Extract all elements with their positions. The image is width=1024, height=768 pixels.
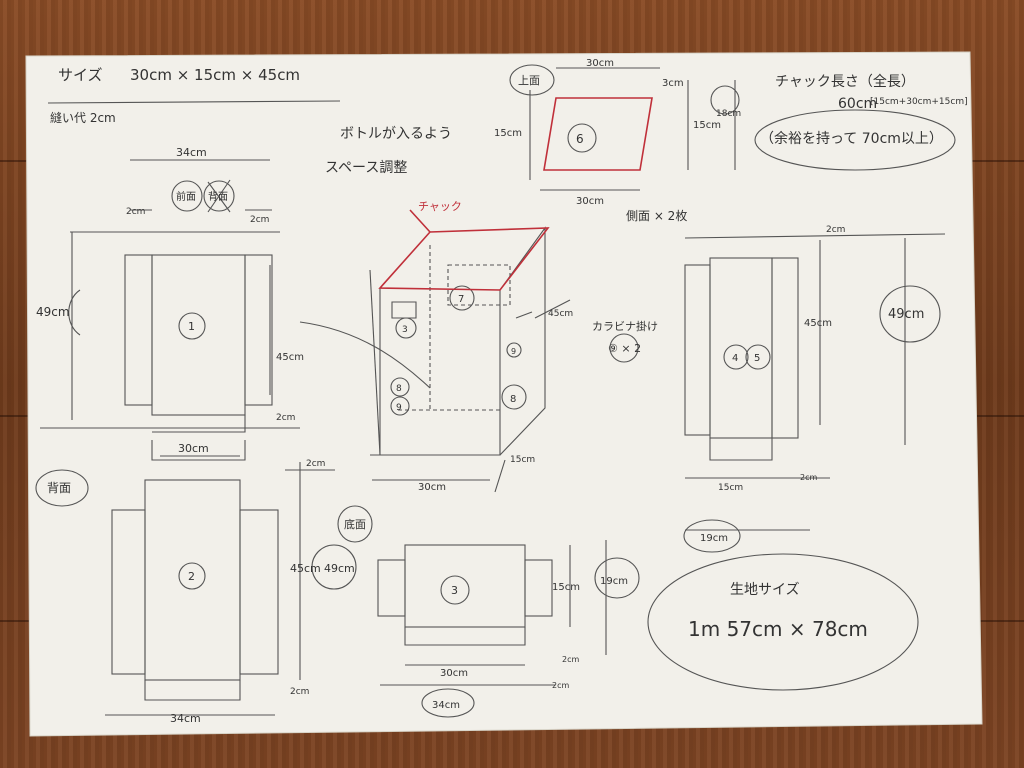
box-height: 45cm bbox=[548, 309, 573, 319]
side-panels-margin: 2cm bbox=[800, 473, 817, 482]
panel3-circle-label: 底面 bbox=[344, 517, 366, 531]
fabric-size-value: 1m 57cm × 78cm bbox=[688, 617, 868, 641]
box-number-9b: 9 bbox=[511, 347, 516, 356]
panel1-height-total: 49cm bbox=[36, 305, 70, 319]
top-panel-extra-1: 3cm bbox=[662, 78, 684, 89]
panel1-margin-right: 2cm bbox=[250, 215, 269, 225]
top-panel-extra-2: 18cm bbox=[716, 109, 741, 119]
panel1-circle-crossed: 背面 bbox=[208, 190, 228, 203]
side-panel-number-b: 5 bbox=[754, 353, 760, 364]
side-panels-top-margin: 2cm bbox=[826, 225, 845, 235]
side-panels-width-total: 19cm bbox=[700, 533, 728, 544]
side-panels-label: 側面 × 2枚 bbox=[626, 208, 687, 223]
box-depth: 15cm bbox=[510, 455, 535, 465]
side-panels-height-inner: 45cm bbox=[804, 318, 832, 329]
zipper-calc: [15cm+30cm+15cm] bbox=[870, 97, 968, 107]
panel2-bottom-margin: 2cm bbox=[290, 687, 309, 697]
box-number-3: 3 bbox=[402, 325, 408, 335]
sketch-lines bbox=[35, 64, 956, 718]
top-panel-height-inner: 15cm bbox=[693, 120, 721, 131]
side-panels-width-inner: 15cm bbox=[718, 483, 743, 493]
top-panel-label: 上面 bbox=[518, 74, 540, 87]
size-label: サイズ bbox=[58, 66, 103, 84]
panel3-margin: 2cm bbox=[562, 655, 579, 664]
seam-allowance-note: 縫い代 2cm bbox=[50, 110, 116, 125]
panel3-width-total: 34cm bbox=[432, 700, 460, 711]
zipper-label: チャック bbox=[418, 200, 462, 213]
panel2-height-total: 49cm bbox=[324, 562, 355, 575]
panel2-circle-label: 背面 bbox=[47, 481, 71, 495]
panel3-width-inner: 30cm bbox=[440, 668, 468, 679]
panel1-margin-left: 2cm bbox=[126, 207, 145, 217]
size-value: 30cm × 15cm × 45cm bbox=[130, 66, 300, 84]
panel3-height-total: 19cm bbox=[600, 576, 628, 587]
box-width: 30cm bbox=[418, 482, 446, 493]
panel3-height-inner: 15cm bbox=[552, 582, 580, 593]
zipper-length: 60cm bbox=[838, 96, 877, 112]
paper-sheet bbox=[25, 51, 983, 737]
bottle-note-line2: スペース調整 bbox=[325, 160, 407, 176]
box-number-9a: 9 bbox=[396, 403, 402, 413]
fabric-size-label: 生地サイズ bbox=[730, 582, 800, 598]
panel2-height-inner: 45cm bbox=[290, 562, 321, 575]
panel2-number: 2 bbox=[188, 570, 195, 583]
box-number-7: 7 bbox=[458, 294, 464, 305]
panel2-width-total: 34cm bbox=[170, 712, 201, 725]
panel3-number: 3 bbox=[451, 584, 458, 597]
top-panel-width-top: 30cm bbox=[586, 58, 614, 69]
panel2-top-margin: 2cm bbox=[306, 459, 325, 469]
panel3-margin-2: 2cm bbox=[552, 681, 569, 690]
bottle-note-line1: ボトルが入るよう bbox=[340, 126, 452, 142]
top-panel-number: 6 bbox=[576, 132, 584, 146]
carabiner-loop-label: カラビナ掛け bbox=[592, 319, 658, 333]
box-number-8a: 8 bbox=[396, 384, 402, 394]
top-panel-width-bottom: 30cm bbox=[576, 196, 604, 207]
panel1-circle-front: 前面 bbox=[176, 190, 196, 203]
carabiner-loop-count: ⑨ × 2 bbox=[608, 342, 641, 355]
zipper-margin-note: （余裕を持って 70cm以上） bbox=[760, 130, 943, 147]
panel1-bottom-margin: 2cm bbox=[276, 413, 295, 423]
box-number-8b: 8 bbox=[510, 394, 516, 405]
side-panel-number-a: 4 bbox=[732, 353, 738, 364]
zipper-title: チャック長さ（全長） bbox=[775, 73, 915, 90]
top-panel-height: 15cm bbox=[494, 128, 522, 139]
panel1-width-total: 34cm bbox=[176, 146, 207, 159]
panel1-width-bottom: 30cm bbox=[178, 442, 209, 455]
panel1-number: 1 bbox=[188, 320, 195, 333]
panel1-height-inner: 45cm bbox=[276, 352, 304, 363]
zipper-red-lines bbox=[378, 97, 653, 291]
side-panels-height-total: 49cm bbox=[888, 307, 924, 322]
